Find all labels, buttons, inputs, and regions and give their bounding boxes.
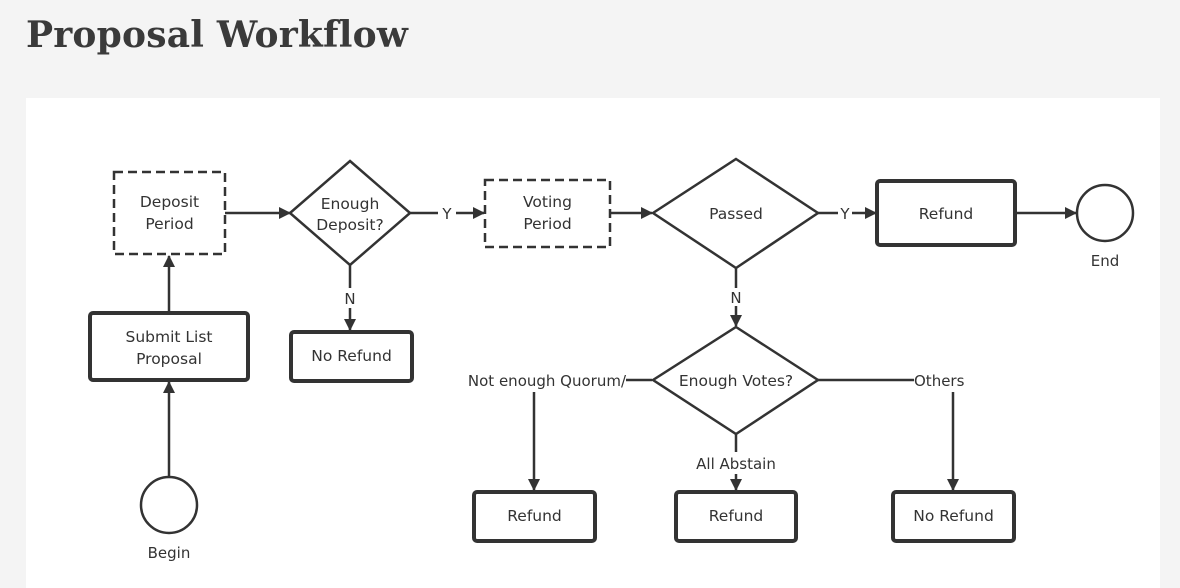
node-deposit-period: Deposit Period — [112, 170, 227, 256]
diagram-canvas: Deposit Period Enough Deposit? Voting Pe… — [26, 98, 1160, 588]
node-enough-votes: Enough Votes? — [650, 325, 821, 436]
node-submit-list-proposal: Submit List Proposal — [88, 311, 250, 382]
no-refund-others-label: No Refund — [913, 507, 994, 525]
node-refund-quorum: Refund — [472, 490, 597, 543]
refund-top-label: Refund — [919, 205, 974, 223]
deposit-period-label-1: Deposit — [140, 193, 199, 211]
page-title: Proposal Workflow — [26, 14, 409, 56]
enough-deposit-label-2: Deposit? — [316, 216, 383, 234]
voting-period-label-1: Voting — [523, 193, 572, 211]
refund-quorum-label: Refund — [507, 507, 562, 525]
node-passed: Passed — [650, 157, 821, 270]
edge-label-passed-yes: Y — [839, 205, 850, 223]
enough-deposit-label-1: Enough — [321, 195, 380, 213]
node-begin: Begin — [139, 475, 199, 562]
node-voting-period: Voting Period — [483, 178, 612, 249]
node-no-refund-others: No Refund — [891, 490, 1016, 543]
submit-list-label-1: Submit List — [125, 328, 212, 346]
node-refund-top: Refund — [875, 179, 1017, 247]
node-no-refund-top: No Refund — [289, 330, 414, 383]
deposit-period-label-2: Period — [145, 215, 193, 233]
submit-list-label-2: Proposal — [136, 350, 202, 368]
node-refund-abstain: Refund — [674, 490, 798, 543]
refund-abstain-label: Refund — [709, 507, 764, 525]
edge-label-others: Others — [914, 372, 965, 390]
no-refund-top-label: No Refund — [311, 347, 392, 365]
edge-label-deposit-no: N — [344, 290, 355, 308]
edge-label-all-abstain: All Abstain — [696, 455, 776, 473]
passed-label: Passed — [709, 205, 763, 223]
edge-label-deposit-yes: Y — [441, 205, 452, 223]
node-enough-deposit: Enough Deposit? — [288, 159, 412, 267]
begin-label: Begin — [148, 544, 191, 562]
enough-votes-label: Enough Votes? — [679, 372, 793, 390]
end-label: End — [1091, 252, 1120, 270]
voting-period-label-2: Period — [523, 215, 571, 233]
node-end: End — [1075, 183, 1135, 270]
edge-label-passed-no: N — [730, 289, 741, 307]
edge-label-not-enough-quorum: Not enough Quorum/ — [468, 372, 627, 390]
workflow-diagram: Deposit Period Enough Deposit? Voting Pe… — [88, 157, 1135, 562]
